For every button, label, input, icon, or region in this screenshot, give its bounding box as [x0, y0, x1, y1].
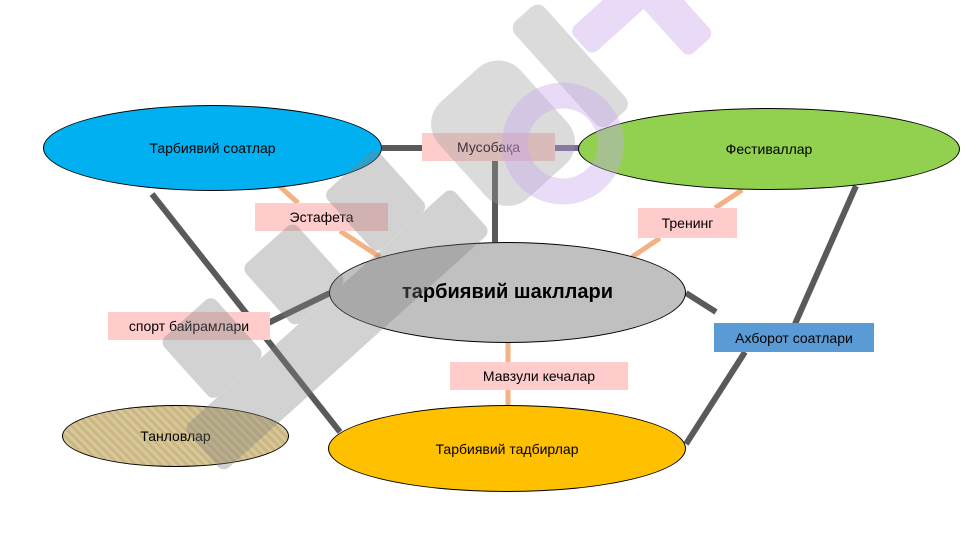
edge-label-musobaqa-text: Мусобақа — [457, 139, 520, 155]
line-center-axborot — [684, 290, 718, 315]
edge-label-musobaqa: Мусобақа — [422, 133, 555, 161]
edge-label-trening: Тренинг — [638, 208, 737, 238]
line-center-sport — [266, 290, 332, 326]
node-festivallar: Фестиваллар — [578, 108, 960, 190]
line-trening-center — [630, 235, 662, 260]
node-tarbiyaviy-tadbirlar-label: Тарбиявий тадбирлар — [435, 440, 579, 457]
edge-label-axborot-text: Ахборот соатлари — [735, 329, 853, 346]
edge-label-sport-text: спорт байрамлари — [128, 318, 250, 334]
node-festivallar-label: Фестиваллар — [725, 141, 813, 157]
line-axborot-bottom — [683, 350, 748, 446]
edge-label-axborot: Ахборот соатлари — [714, 323, 874, 352]
node-tarbiyaviy-soatlar: Тарбиявий соатлар — [43, 105, 382, 191]
line-topright-trening — [713, 187, 744, 211]
edge-label-estafeta: Эстафета — [255, 203, 388, 231]
line-estafeta-center — [338, 228, 382, 260]
edge-label-trening-text: Тренинг — [661, 215, 714, 231]
node-tarbiyaviy-soatlar-label: Тарбиявий соатлар — [149, 140, 276, 156]
line-topright-axborot — [792, 184, 859, 326]
node-center: тарбиявий шакллари — [329, 242, 686, 343]
edge-label-estafeta-text: Эстафета — [289, 209, 354, 225]
edge-label-mavzuli: Мавзули кечалар — [450, 362, 628, 390]
edge-label-mavzuli-text: Мавзули кечалар — [482, 368, 596, 384]
node-tanlovlar-label: Танловлар — [140, 428, 211, 444]
node-tanlovlar: Танловлар — [62, 405, 289, 467]
node-tarbiyaviy-tadbirlar: Тарбиявий тадбирлар — [328, 405, 686, 492]
node-center-label: тарбиявий шакллари — [402, 281, 613, 303]
edge-label-sport: спорт байрамлари — [108, 312, 270, 340]
